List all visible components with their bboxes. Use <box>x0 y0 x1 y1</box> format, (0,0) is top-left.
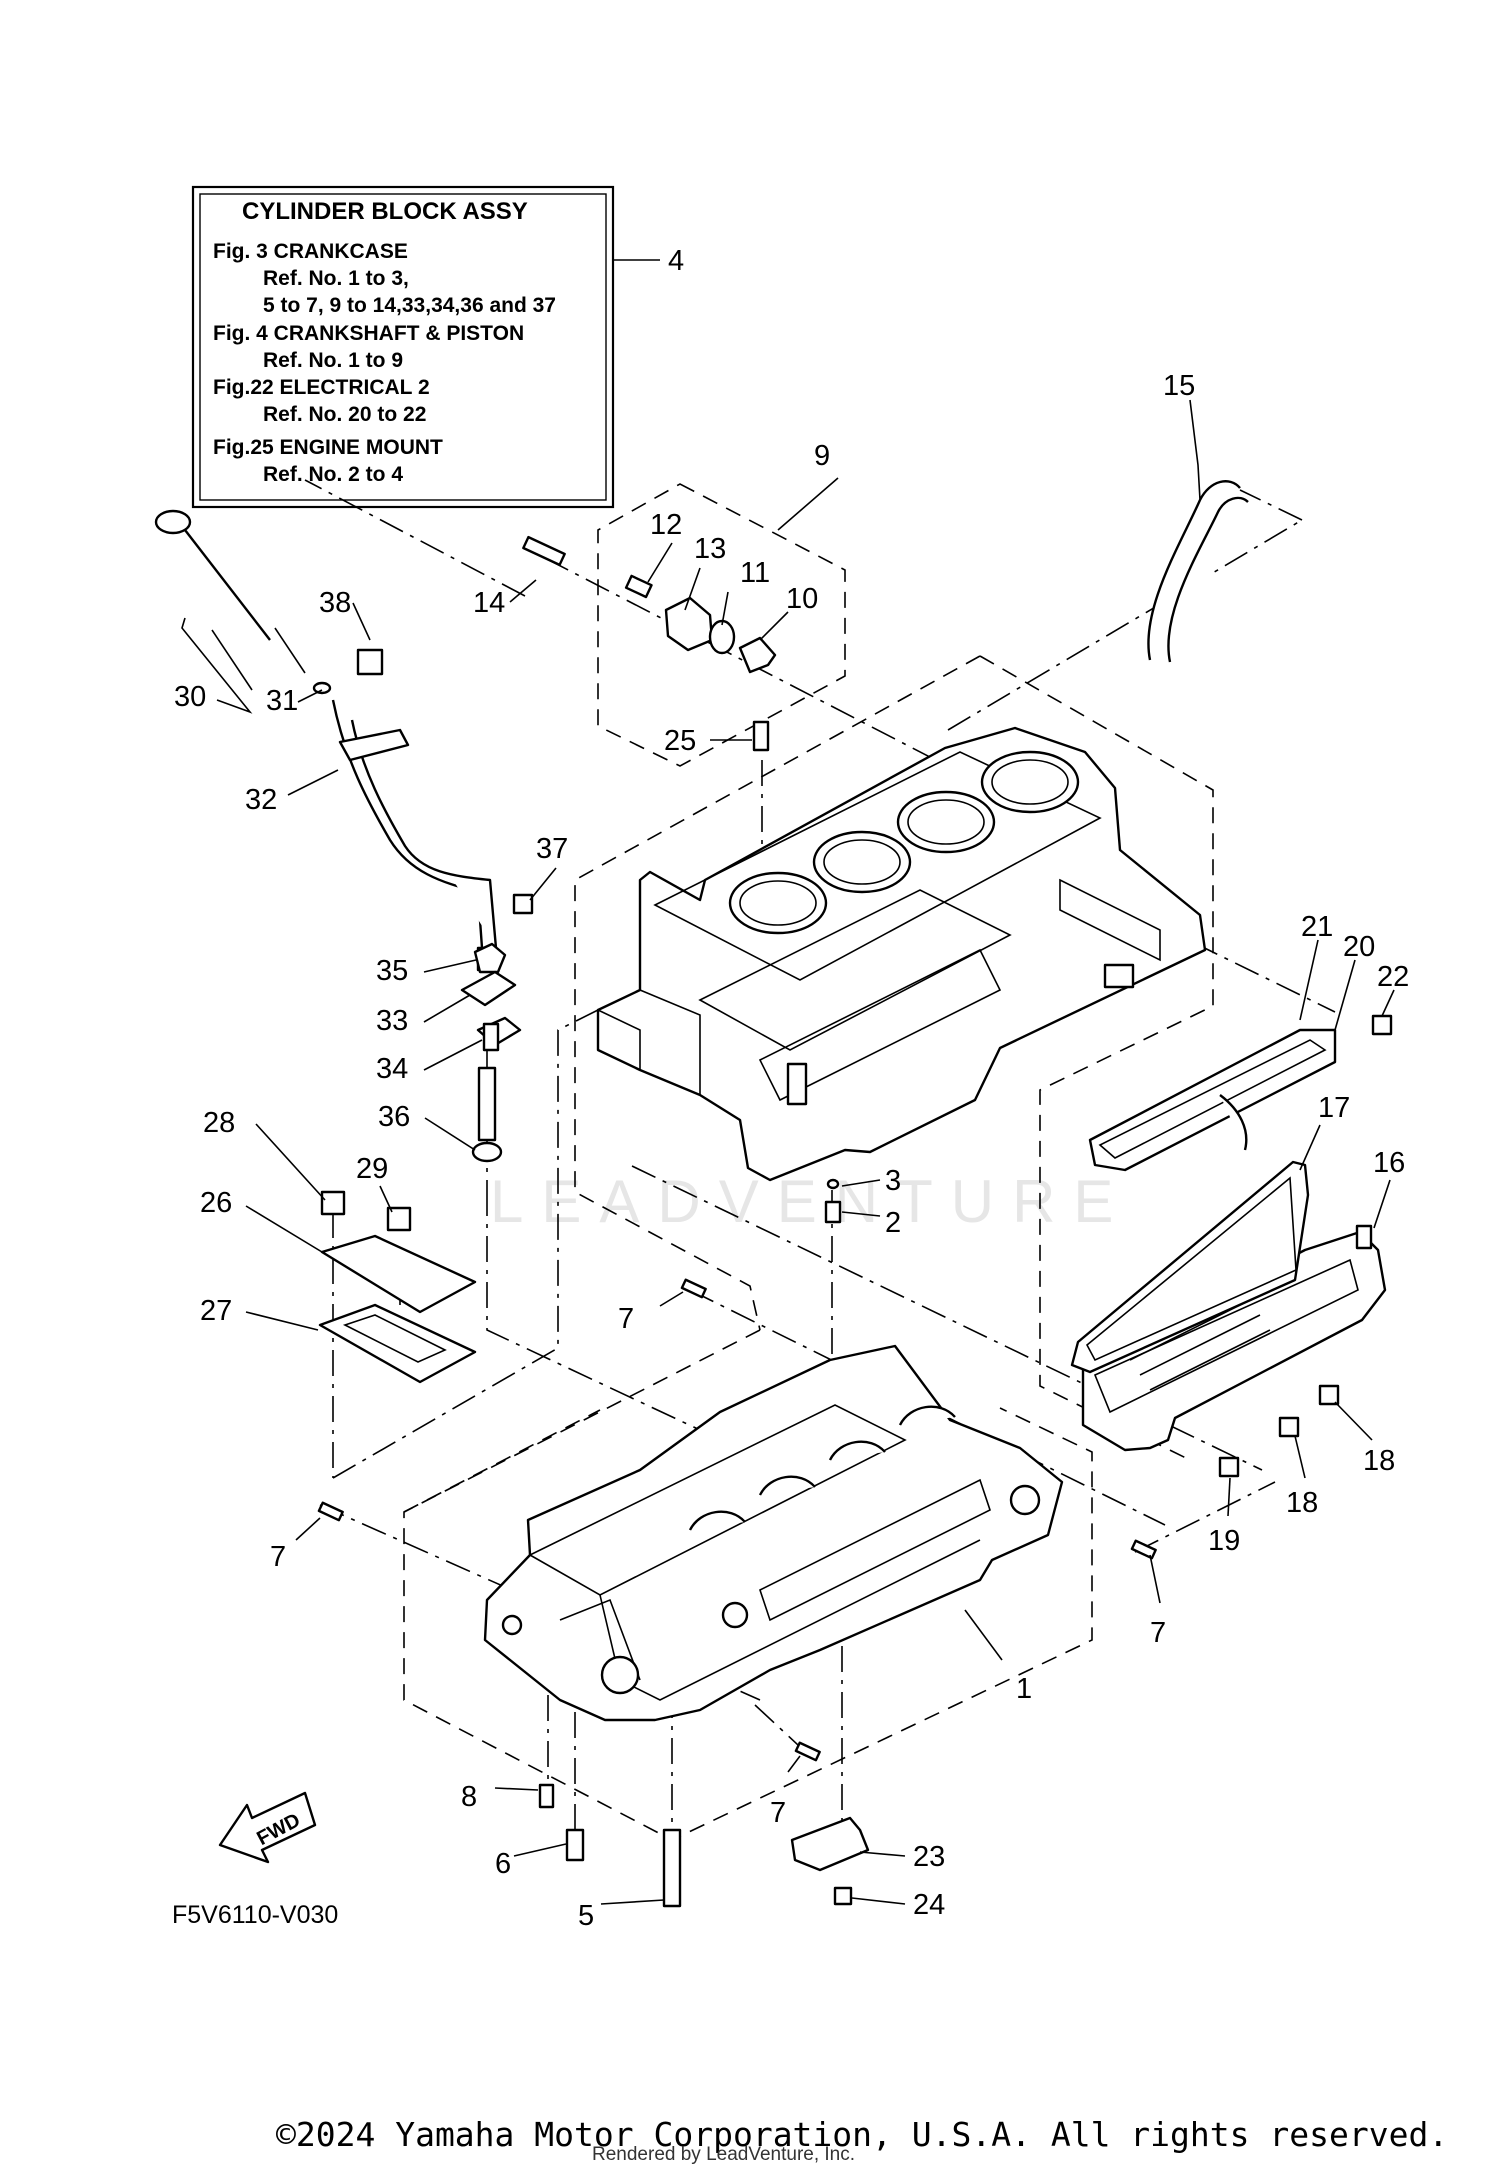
callout-13: 13 <box>694 533 726 565</box>
info-box: CYLINDER BLOCK ASSY Fig. 3 CRANKCASE Ref… <box>191 185 684 509</box>
callout-29: 29 <box>356 1153 388 1185</box>
rendered-by-notice: Rendered by LeadVenture, Inc. <box>592 2144 855 2165</box>
callout-15: 15 <box>1163 370 1195 402</box>
watermark-text: LEADVENTURE <box>490 1168 1131 1235</box>
callout-6: 6 <box>495 1848 511 1880</box>
callout-2: 2 <box>885 1207 901 1239</box>
small-parts <box>317 535 1393 1908</box>
exhaust-cover <box>1070 1160 1387 1452</box>
callout-18: 18 <box>1286 1487 1318 1519</box>
callout-36: 36 <box>378 1101 410 1133</box>
info-box-line: Fig.25 ENGINE MOUNT <box>213 436 443 459</box>
callout-1: 1 <box>1016 1673 1032 1705</box>
cylinder-block <box>596 726 1207 1182</box>
callout-32: 32 <box>245 784 277 816</box>
callout-16: 16 <box>1373 1147 1405 1179</box>
callout-19: 19 <box>1208 1525 1240 1557</box>
callout-26: 26 <box>200 1187 232 1219</box>
callout-leaders <box>181 399 1395 1905</box>
callout-21: 21 <box>1301 911 1333 943</box>
callout-18: 18 <box>1363 1445 1395 1477</box>
callout-labels: 1 2 3 5 6 7 7 7 7 8 9 10 11 12 13 14 15 … <box>174 370 1409 1932</box>
callout-30: 30 <box>174 681 206 713</box>
info-box-line: Ref. No. 1 to 3, <box>263 267 409 290</box>
callout-7: 7 <box>270 1541 286 1573</box>
callout-34: 34 <box>376 1053 408 1085</box>
callout-31: 31 <box>266 685 298 717</box>
callout-11: 11 <box>740 557 770 589</box>
info-box-title: CYLINDER BLOCK ASSY <box>242 198 528 225</box>
callout-17: 17 <box>1318 1092 1350 1124</box>
callout-5: 5 <box>578 1900 594 1932</box>
callout-14: 14 <box>473 587 505 619</box>
callout-3: 3 <box>885 1165 901 1197</box>
info-box-line: Ref. No. 1 to 9 <box>263 349 403 372</box>
callout-27: 27 <box>200 1295 232 1327</box>
callout-7: 7 <box>1150 1617 1166 1649</box>
diagram-code: F5V6110-V030 <box>172 1901 338 1929</box>
callout-10: 10 <box>786 583 818 615</box>
info-box-line: Fig. 3 CRANKCASE <box>213 240 408 263</box>
callout-12: 12 <box>650 509 682 541</box>
callout-7: 7 <box>618 1303 634 1335</box>
callout-22: 22 <box>1377 961 1409 993</box>
callout-35: 35 <box>376 955 408 987</box>
oil-level-gauge <box>154 509 498 972</box>
callout-37: 37 <box>536 833 568 865</box>
callout-20: 20 <box>1343 931 1375 963</box>
info-box-line: 5 to 7, 9 to 14,33,34,36 and 37 <box>263 294 556 317</box>
callout-38: 38 <box>319 587 351 619</box>
crankcase <box>483 1344 1064 1722</box>
callout-33: 33 <box>376 1005 408 1037</box>
callout-label: 4 <box>668 245 684 277</box>
breather-hose <box>1147 480 1249 663</box>
oil-cooler-plate <box>1088 1028 1337 1172</box>
info-box-line: Ref. No. 2 to 4 <box>263 463 403 486</box>
callout-24: 24 <box>913 1889 945 1921</box>
callout-25: 25 <box>664 725 696 757</box>
callout-23: 23 <box>913 1841 945 1873</box>
callout-9: 9 <box>814 440 830 472</box>
callout-8: 8 <box>461 1781 477 1813</box>
copyright-notice: ©2024 Yamaha Motor Corporation, U.S.A. A… <box>276 2115 1448 2154</box>
info-box-line: Fig. 4 CRANKSHAFT & PISTON <box>213 322 524 345</box>
fwd-arrow-icon: FWD <box>218 1791 317 1864</box>
info-box-line: Ref. No. 20 to 22 <box>263 403 426 426</box>
info-box-line: Fig.22 ELECTRICAL 2 <box>213 376 430 399</box>
callout-28: 28 <box>203 1107 235 1139</box>
callout-7: 7 <box>770 1797 786 1829</box>
